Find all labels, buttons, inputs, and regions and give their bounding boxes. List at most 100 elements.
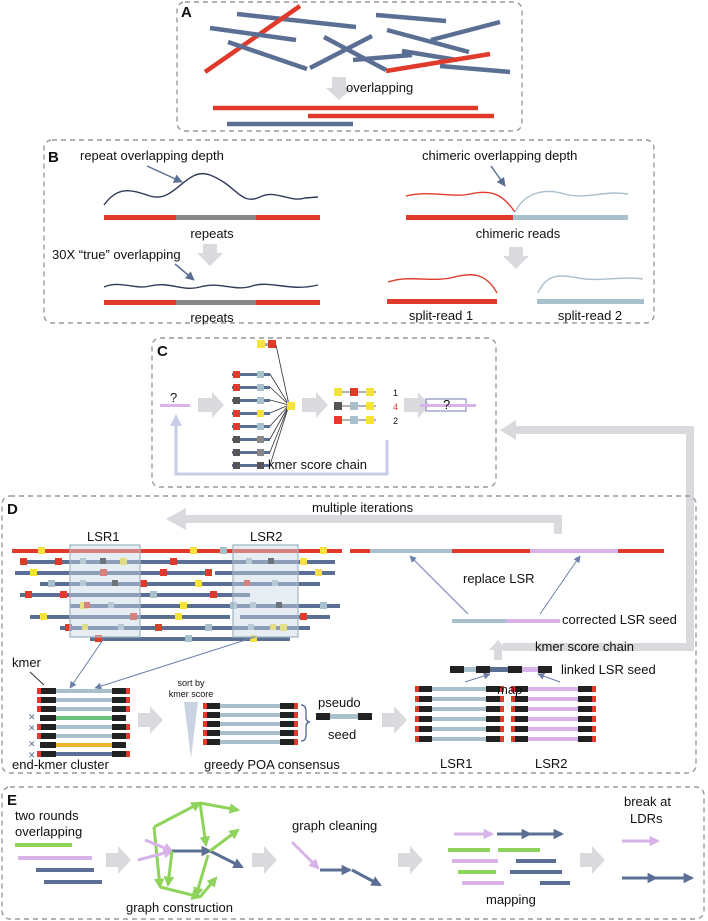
ranked-kmer-chains <box>334 388 376 424</box>
repeat-segment <box>176 215 256 220</box>
read-segment <box>104 300 176 305</box>
panel-d-letter: D <box>7 501 18 518</box>
panel-d: D multiple iterations <box>1 495 697 774</box>
iterations-label: multiple iterations <box>312 500 414 515</box>
panel-e-border <box>1 786 705 920</box>
graph-cleaning-label: graph cleaning <box>292 818 377 833</box>
step-arrow <box>198 392 224 418</box>
repeat-depth-label: repeat overlapping depth <box>80 148 224 163</box>
panel-b-letter: B <box>48 149 59 166</box>
lsr1-bottom-label: LSR1 <box>440 756 473 771</box>
overlapping-label: overlapping <box>346 80 413 95</box>
mapped-read <box>516 859 556 863</box>
split-curve-1 <box>387 274 498 294</box>
discard-mark: ✕ <box>28 750 36 760</box>
read <box>375 12 447 24</box>
read <box>322 35 388 72</box>
lsr2-label: LSR2 <box>250 529 283 544</box>
mapped-read <box>540 881 570 885</box>
overlap-read <box>15 843 72 847</box>
linked-seed-right <box>510 667 550 672</box>
replace-label: replace LSR <box>463 571 535 586</box>
chimeric-curve-left <box>405 191 516 213</box>
rank-2: 2 <box>393 416 398 426</box>
panel-c: C ? <box>151 337 497 488</box>
lsr1-stack <box>415 686 504 742</box>
true-overlap-label: 30X “true” overlapping <box>52 247 181 262</box>
discard-mark: ✕ <box>28 723 36 733</box>
corrected-seed-label: corrected LSR seed <box>562 612 677 627</box>
kmer-square <box>287 402 295 410</box>
sorted-reads <box>203 703 298 745</box>
lsr1-to-cluster-line <box>69 636 106 689</box>
split-read-2-label: split-read 2 <box>558 308 622 323</box>
step-arrow <box>580 846 605 874</box>
overlap-read <box>44 880 102 884</box>
down-arrow <box>503 247 529 269</box>
split-read-1-label: split-read 1 <box>409 308 473 323</box>
break-label-1: break at <box>624 794 671 809</box>
seed-label: seed <box>328 727 356 742</box>
lsr2-box <box>232 544 299 638</box>
assembly-graph <box>137 801 244 901</box>
discard-mark: ✕ <box>28 712 36 722</box>
kmer-square <box>316 713 330 720</box>
lsr2-to-cluster-line <box>94 636 256 690</box>
sort-label-1: sort by <box>177 678 205 688</box>
chimeric-curve-right <box>514 190 629 213</box>
step-arrow <box>404 392 430 418</box>
pseudo-label: pseudo <box>318 695 361 710</box>
panel-a-border <box>176 1 523 132</box>
corrected-seed-left <box>452 619 506 623</box>
mapped-read <box>452 859 498 863</box>
iteration-arrowhead <box>166 508 186 530</box>
chimeric-blue-segment <box>513 215 628 220</box>
kmer-label: kmer <box>12 655 42 670</box>
kmer-square <box>538 666 552 673</box>
lsr1-label: LSR1 <box>87 529 120 544</box>
mapping-label: mapping <box>486 892 536 907</box>
chimeric-depth-label: chimeric overlapping depth <box>422 148 577 163</box>
pointer-arrow <box>174 263 195 281</box>
break-label-2: LDRs <box>630 811 663 826</box>
lsr2-bottom-label: LSR2 <box>535 756 568 771</box>
linked-seed-gap <box>486 667 512 672</box>
true-depth-curve <box>103 283 319 289</box>
split-read-1-bar <box>387 299 497 304</box>
step-arrow <box>106 846 131 874</box>
repeats-label-2: repeats <box>190 310 234 325</box>
mapped-read <box>510 870 562 874</box>
clean-edge <box>290 840 320 870</box>
sort-wedge <box>184 702 198 758</box>
rank-4: 4 <box>393 402 398 412</box>
step-arrow <box>398 846 423 874</box>
kmer-square <box>508 666 522 673</box>
mapped-read <box>458 870 496 874</box>
query-mark: ? <box>170 390 177 405</box>
read-segment <box>104 215 176 220</box>
panel-e-letter: E <box>7 792 17 809</box>
read <box>439 63 511 75</box>
read <box>308 34 374 70</box>
d-chain-label: kmer score chain <box>535 639 634 654</box>
step-arrow <box>302 392 328 418</box>
read <box>401 48 458 63</box>
read <box>430 19 501 43</box>
read <box>352 52 413 63</box>
panel-a-reads <box>203 4 511 127</box>
read <box>385 51 491 74</box>
repeats-label: repeats <box>190 226 234 241</box>
panel-e: E two rounds overlapping graph construct… <box>1 786 705 920</box>
down-arrow <box>197 244 223 266</box>
read-segment <box>452 549 530 553</box>
split-read-2-bar <box>537 299 644 304</box>
up-arrow <box>489 640 507 660</box>
discard-mark: ✕ <box>28 739 36 749</box>
kmer-square <box>476 666 490 673</box>
candidate-reads <box>232 371 270 469</box>
two-rounds-label-2: overlapping <box>15 824 82 839</box>
extended-read <box>420 404 476 407</box>
iteration-arrow <box>180 515 562 534</box>
mapped-read <box>448 848 490 852</box>
